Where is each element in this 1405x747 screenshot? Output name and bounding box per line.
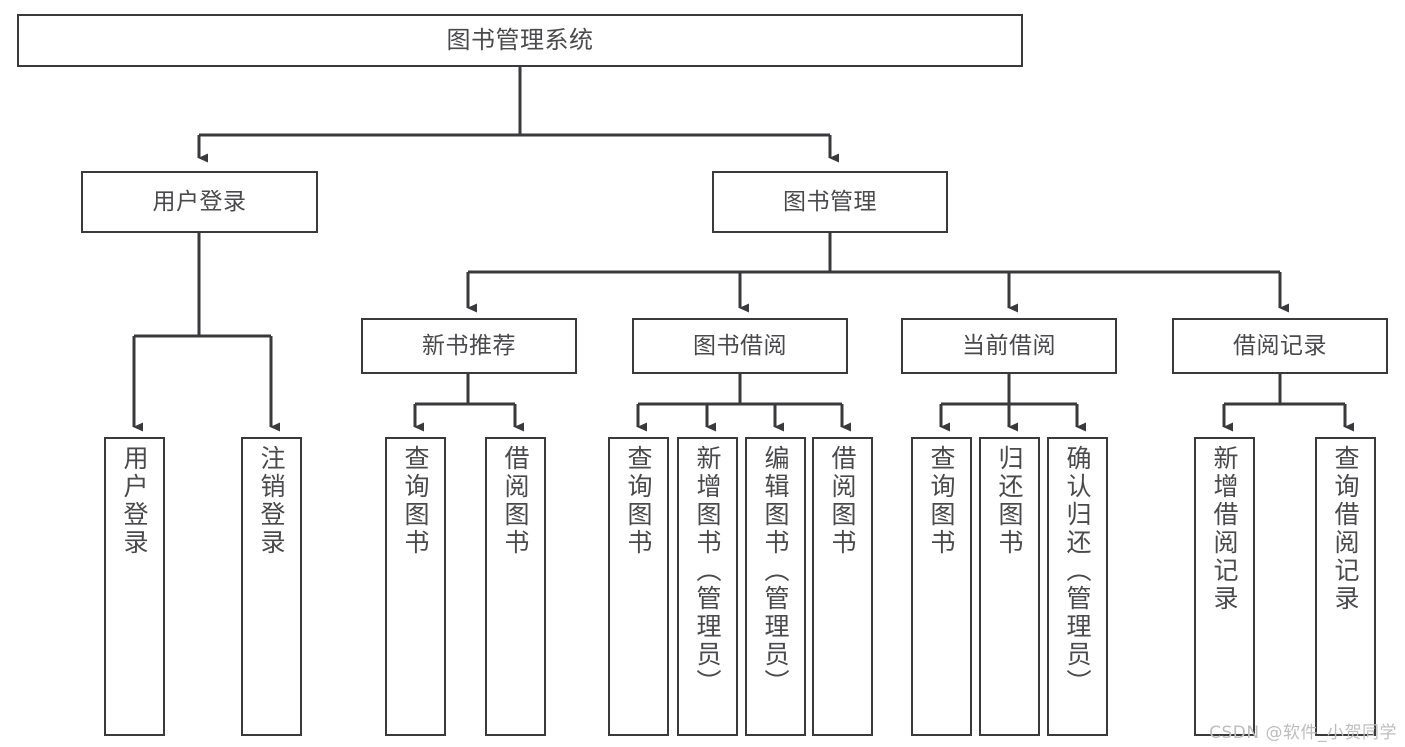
node-user-login[interactable]: 用户登录 (81, 171, 318, 233)
leaf-current-return-book[interactable]: 归还图书 (979, 437, 1040, 736)
leaf-user-login-signout[interactable]: 注销登录 (241, 437, 302, 736)
node-new-book-recommend[interactable]: 新书推荐 (361, 318, 577, 374)
leaf-current-query[interactable]: 查询图书 (911, 437, 972, 736)
node-label: 当前借阅 (962, 332, 1056, 359)
node-label: 查询借阅记录 (1331, 445, 1360, 613)
leaf-borrow-add-book-admin[interactable]: 新增图书（管理员） (677, 437, 738, 736)
node-label: 图书借阅 (693, 332, 787, 359)
node-label: 查询图书 (927, 445, 956, 557)
node-label: 新增图书（管理员） (693, 445, 722, 697)
node-book-management[interactable]: 图书管理 (712, 171, 948, 233)
node-label: 借阅图书 (828, 445, 857, 557)
node-label: 新增借阅记录 (1210, 445, 1239, 613)
node-label: 归还图书 (995, 445, 1024, 557)
node-label: 用户登录 (152, 188, 247, 215)
node-label: 用户登录 (120, 445, 149, 557)
node-label: 新书推荐 (422, 332, 516, 359)
leaf-new-books-query[interactable]: 查询图书 (385, 437, 446, 736)
node-label: 查询图书 (624, 445, 653, 557)
csdn-watermark: CSDN @软件_小贺同学 (1209, 723, 1397, 743)
node-label: 借阅图书 (501, 445, 530, 557)
node-label: 编辑图书（管理员） (761, 445, 790, 697)
node-label: 确认归还（管理员） (1063, 445, 1092, 697)
node-root-system[interactable]: 图书管理系统 (17, 14, 1023, 67)
leaf-borrow-borrow-book[interactable]: 借阅图书 (812, 437, 873, 736)
node-label: 查询图书 (401, 445, 430, 557)
leaf-records-add-record[interactable]: 新增借阅记录 (1194, 437, 1255, 736)
leaf-records-query-record[interactable]: 查询借阅记录 (1315, 437, 1376, 736)
node-borrow-records[interactable]: 借阅记录 (1172, 318, 1388, 374)
node-label: 图书管理 (783, 188, 877, 215)
node-book-borrow[interactable]: 图书借阅 (632, 318, 848, 374)
leaf-borrow-query[interactable]: 查询图书 (608, 437, 669, 736)
leaf-new-books-borrow[interactable]: 借阅图书 (485, 437, 546, 736)
node-label: 图书管理系统 (446, 25, 594, 54)
leaf-borrow-edit-book-admin[interactable]: 编辑图书（管理员） (745, 437, 806, 736)
leaf-user-login-signin[interactable]: 用户登录 (104, 437, 165, 736)
leaf-current-confirm-return-admin[interactable]: 确认归还（管理员） (1047, 437, 1108, 736)
node-label: 注销登录 (257, 445, 286, 557)
node-label: 借阅记录 (1233, 332, 1327, 359)
node-current-borrow[interactable]: 当前借阅 (901, 318, 1117, 374)
